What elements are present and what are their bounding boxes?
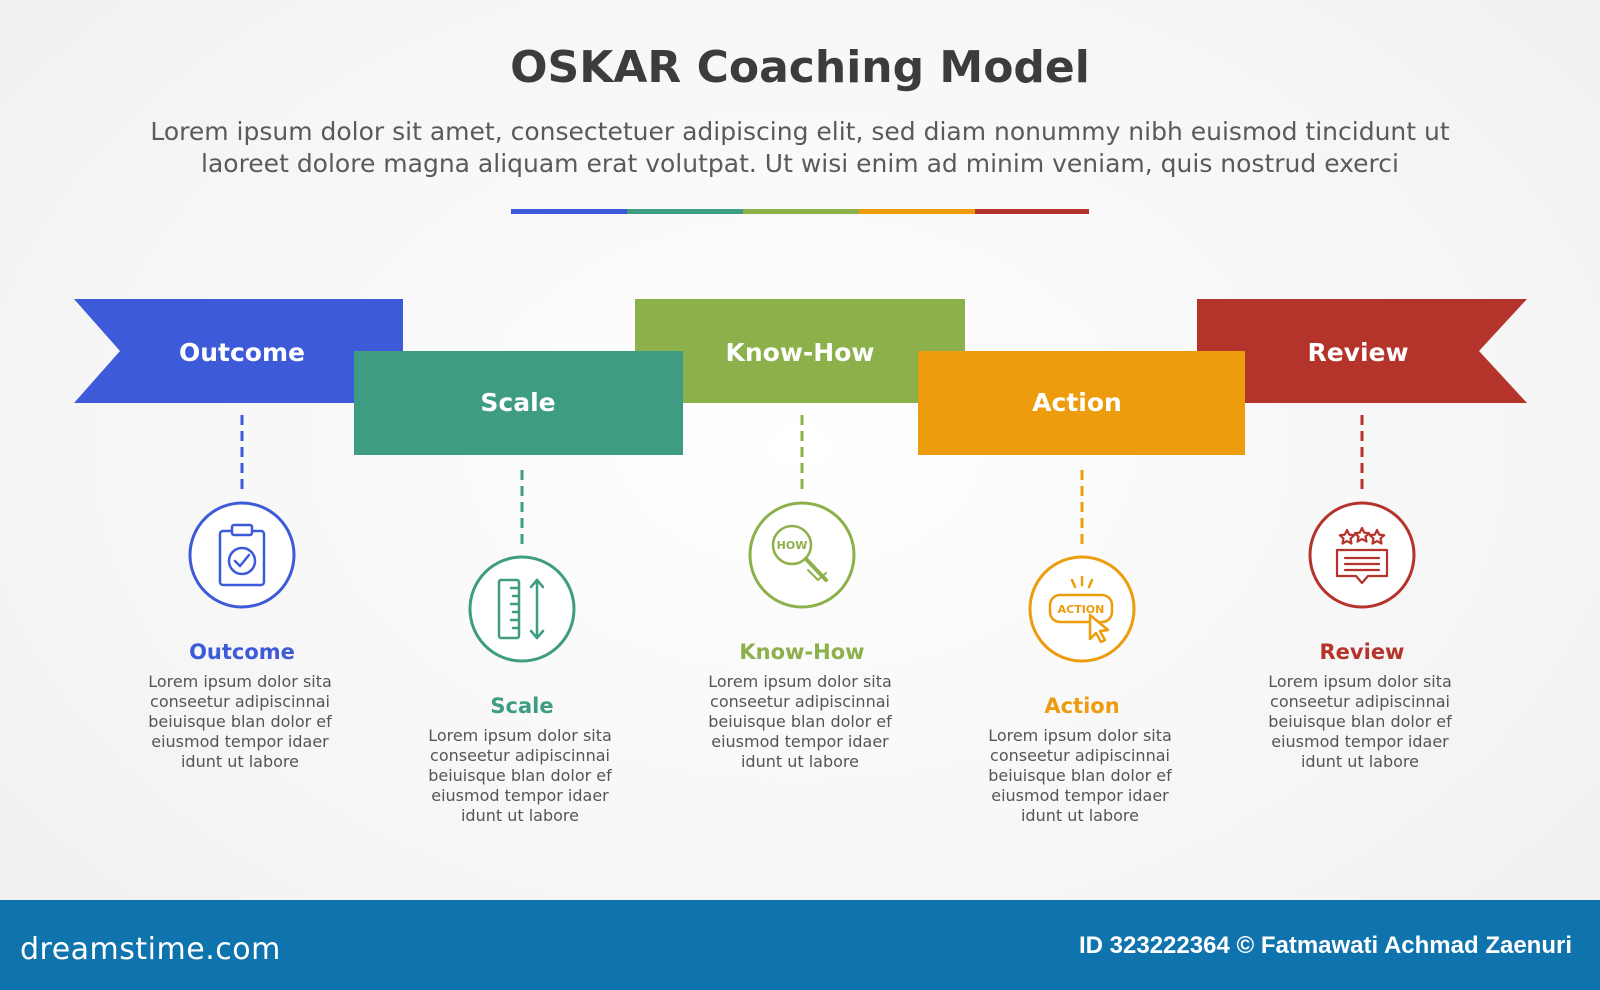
page-title: OSKAR Coaching Model — [510, 42, 1090, 93]
description-know-how: Lorem ipsum dolor sita conseetur adipisc… — [708, 672, 892, 771]
description-line: eiusmod tempor idaer — [1271, 732, 1449, 751]
subtitle-line-2: laoreet dolore magna aliquam erat volutp… — [201, 149, 1399, 178]
description-line: Lorem ipsum dolor sita — [148, 672, 332, 691]
divider-segment-2 — [627, 209, 743, 214]
heading-know-how: Know-How — [739, 640, 864, 664]
review-icon-circle — [1308, 501, 1416, 609]
description-line: Lorem ipsum dolor sita — [1268, 672, 1452, 691]
footer-brand: dreamstime.com — [20, 932, 281, 967]
heading-outcome: Outcome — [189, 640, 295, 664]
star-review-icon — [1335, 526, 1389, 585]
description-line: idunt ut labore — [741, 752, 859, 771]
subtitle-line-1: Lorem ipsum dolor sit amet, consectetuer… — [150, 117, 1450, 146]
description-line: Lorem ipsum dolor sita — [988, 726, 1172, 745]
description-outcome: Lorem ipsum dolor sita conseetur adipisc… — [148, 672, 332, 771]
color-divider — [511, 209, 1089, 214]
description-line: conseetur adipiscinnai — [430, 746, 610, 765]
description-line: idunt ut labore — [1021, 806, 1139, 825]
know-how-icon-circle: HOW — [748, 501, 856, 609]
description-line: Lorem ipsum dolor sita — [428, 726, 612, 745]
description-line: Lorem ipsum dolor sita — [708, 672, 892, 691]
ribbon-outcome — [74, 299, 403, 403]
how-icon-text: HOW — [777, 539, 808, 552]
divider-segment-3 — [743, 209, 859, 214]
ribbon-label-review: Review — [1307, 338, 1408, 367]
description-line: eiusmod tempor idaer — [711, 732, 889, 751]
heading-action: Action — [1044, 694, 1119, 718]
description-line: idunt ut labore — [461, 806, 579, 825]
oskar-diagram: Outcome Scale Know-How Action Review — [74, 209, 1527, 825]
action-icon-circle: ACTION — [1028, 555, 1136, 663]
description-scale: Lorem ipsum dolor sita conseetur adipisc… — [428, 726, 612, 825]
description-line: conseetur adipiscinnai — [1270, 692, 1450, 711]
description-line: beiuisque blan dolor ef — [148, 712, 332, 731]
description-review: Lorem ipsum dolor sita conseetur adipisc… — [1268, 672, 1452, 771]
description-line: beiuisque blan dolor ef — [988, 766, 1172, 785]
divider-segment-4 — [859, 209, 975, 214]
divider-segment-1 — [511, 209, 627, 214]
divider-segment-5 — [975, 209, 1089, 214]
clipboard-check-icon — [218, 523, 266, 587]
description-line: idunt ut labore — [1301, 752, 1419, 771]
ribbon-label-scale: Scale — [480, 388, 555, 417]
description-line: beiuisque blan dolor ef — [1268, 712, 1452, 731]
ribbon-label-know-how: Know-How — [725, 338, 874, 367]
description-line: eiusmod tempor idaer — [991, 786, 1169, 805]
outcome-icon-circle — [188, 501, 296, 609]
description-action: Lorem ipsum dolor sita conseetur adipisc… — [988, 726, 1172, 825]
description-line: conseetur adipiscinnai — [990, 746, 1170, 765]
description-line: idunt ut labore — [181, 752, 299, 771]
description-line: beiuisque blan dolor ef — [708, 712, 892, 731]
footer-credit: ID 323222364 © Fatmawati Achmad Zaenuri — [1079, 932, 1572, 959]
ruler-scale-icon — [497, 578, 545, 640]
ribbon-know-how — [635, 299, 965, 403]
ribbon-scale — [354, 351, 683, 455]
description-line: eiusmod tempor idaer — [431, 786, 609, 805]
how-magnifier-icon — [771, 524, 828, 582]
action-icon-text: ACTION — [1058, 603, 1105, 616]
description-line: beiuisque blan dolor ef — [428, 766, 612, 785]
ribbon-label-outcome: Outcome — [179, 338, 305, 367]
description-line: conseetur adipiscinnai — [710, 692, 890, 711]
heading-review: Review — [1320, 640, 1405, 664]
action-click-icon — [1048, 575, 1114, 644]
page-subtitle: Lorem ipsum dolor sit amet, consectetuer… — [100, 116, 1500, 180]
description-line: conseetur adipiscinnai — [150, 692, 330, 711]
ribbon-label-action: Action — [1032, 388, 1122, 417]
ribbon-action — [918, 351, 1245, 455]
scale-icon-circle — [468, 555, 576, 663]
description-line: eiusmod tempor idaer — [151, 732, 329, 751]
heading-scale: Scale — [490, 694, 553, 718]
ribbon-review — [1197, 299, 1527, 403]
footer-bar: dreamstime.com ID 323222364 © Fatmawati … — [0, 900, 1600, 990]
